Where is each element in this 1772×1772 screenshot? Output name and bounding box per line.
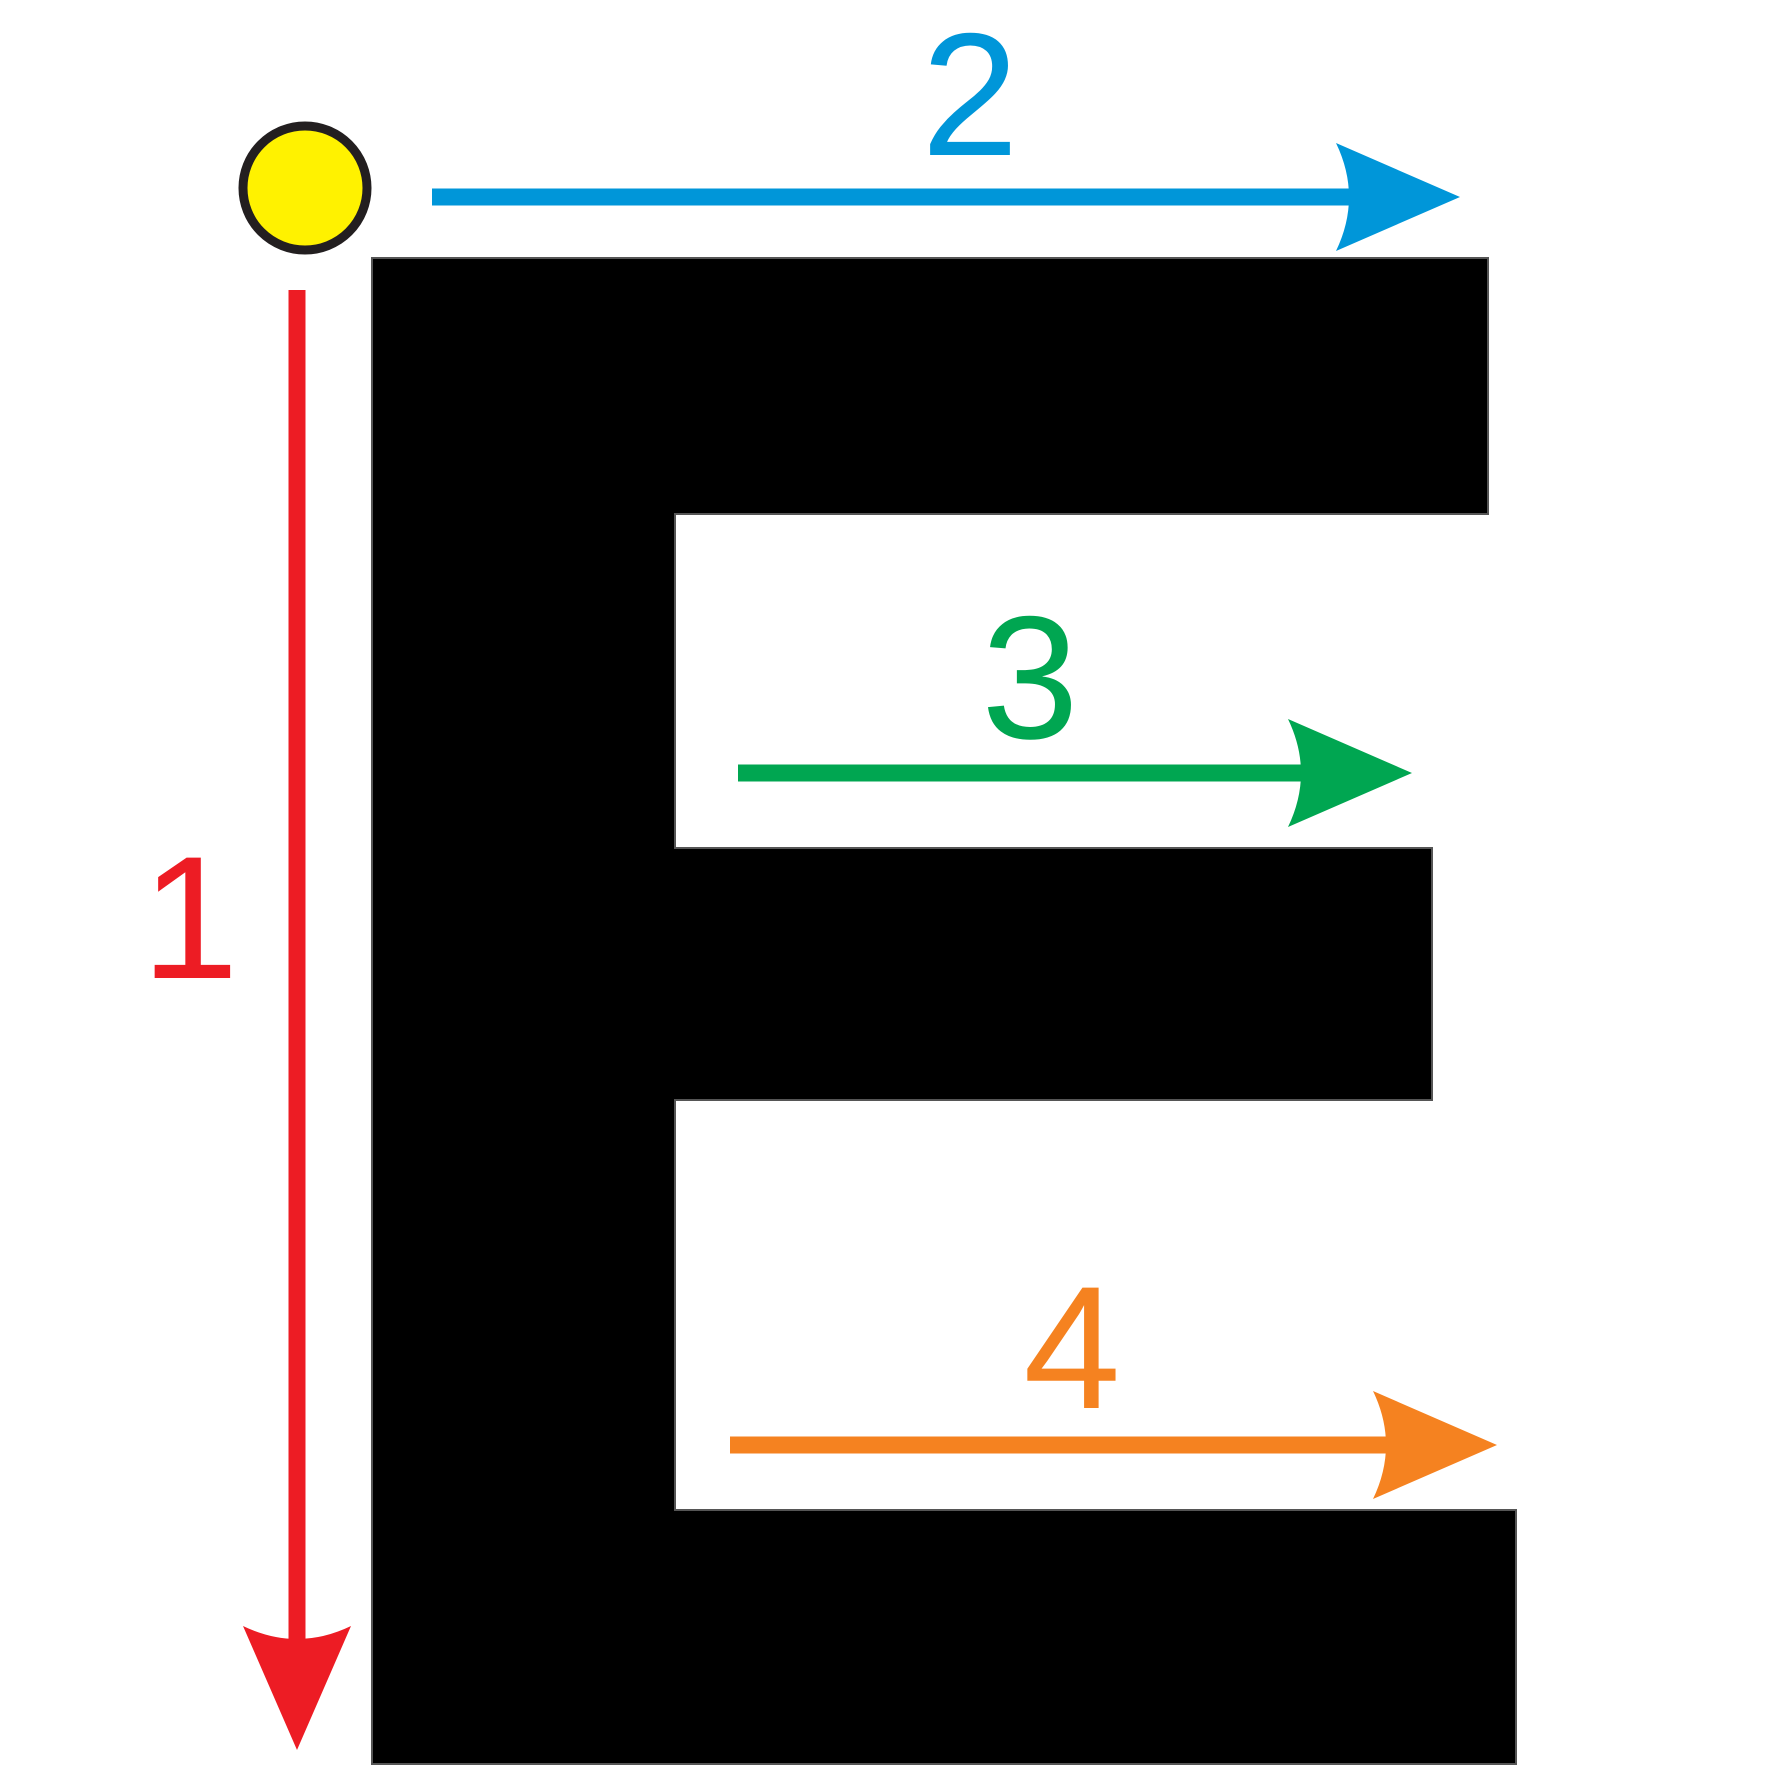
stroke-arrow-3 bbox=[738, 719, 1412, 827]
stroke-2-arrowhead-icon bbox=[1336, 143, 1460, 251]
stroke-4-arrowhead-icon bbox=[1373, 1391, 1497, 1499]
stroke-arrow-1 bbox=[243, 290, 351, 1750]
stroke-4-number: 4 bbox=[1023, 1251, 1120, 1446]
stroke-2-number: 2 bbox=[921, 0, 1018, 193]
stroke-3-arrowhead-icon bbox=[1288, 719, 1412, 827]
stroke-arrow-2 bbox=[432, 143, 1460, 251]
start-point-icon bbox=[238, 121, 372, 255]
stroke-3-number: 3 bbox=[981, 581, 1078, 776]
stroke-arrow-4 bbox=[730, 1391, 1497, 1499]
stroke-1-arrowhead-icon bbox=[243, 1626, 351, 1750]
letter-e-glyph bbox=[371, 257, 1517, 1765]
stroke-1-number: 1 bbox=[141, 821, 238, 1016]
